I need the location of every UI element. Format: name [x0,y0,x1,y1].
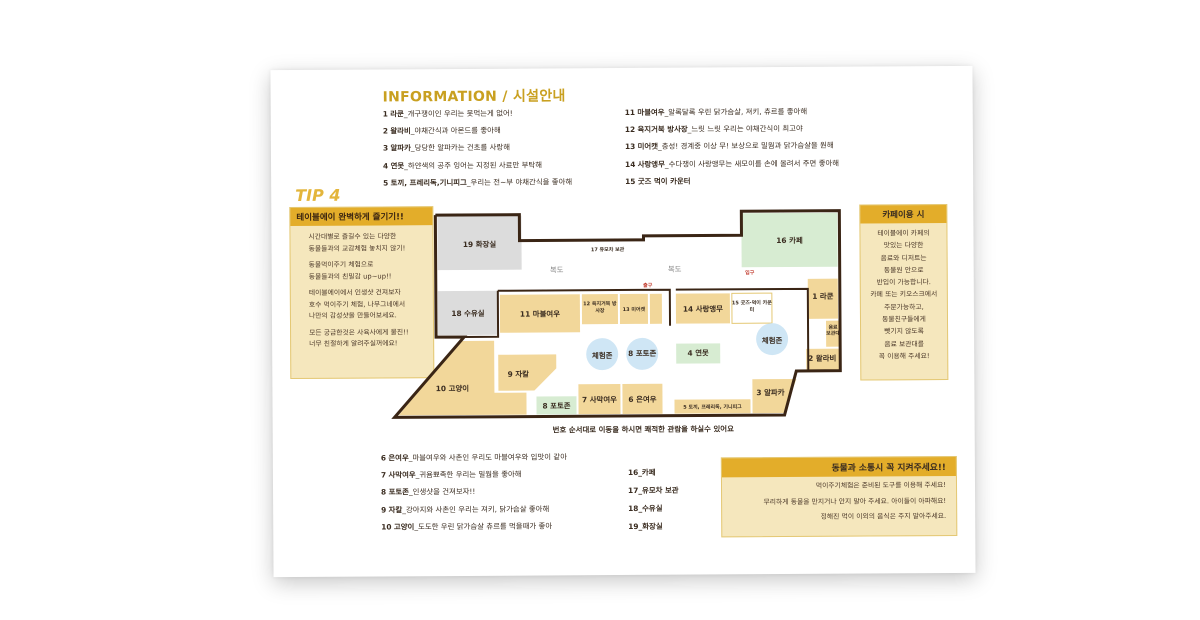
zone-15-counter [731,292,773,324]
zone-5-rabbit [674,399,751,414]
zone-2-wallaby [806,348,841,371]
label-exp1: 체험존 [591,351,613,361]
label-z8b: 8 포토존 [542,401,571,411]
zone-4-pond [676,343,721,364]
inner-wall-2 [497,288,672,326]
route-note: 번호 순서대로 이동을 하시면 쾌적한 관람을 하실수 있어요 [552,424,734,435]
label-storage: 음료 보관대 [826,324,841,337]
label-corridor-1: 복도 [549,265,564,275]
map-flyer: INFORMATION / 시설안내 1 라쿤_개구쟁이인 우리는 못먹는게 없… [270,65,976,578]
map-outline [391,209,842,419]
label-entrance: 입구 [745,270,755,277]
zone-16-cafe [741,212,838,268]
label-z19: 19 화장실 [462,239,497,249]
label-z13: 13 미어캣 [622,306,646,314]
zone-7-fennec [578,384,621,415]
label-exit: 출구 [643,282,653,289]
zone-6-silver-fox [622,383,663,415]
zone-exp-2 [756,323,789,356]
zone-13-meerkat [619,293,649,325]
label-z18: 18 수유실 [451,308,485,319]
zone-3-alpaca [752,378,797,414]
label-z12: 12 육지거북 방사장 [583,301,617,315]
inner-wall-3 [675,287,810,371]
label-z16: 16 카페 [776,235,803,246]
label-z10: 10 고양이 [435,383,470,394]
label-z7: 7 사막여우 [581,395,617,405]
label-z4: 4 연못 [687,348,709,358]
label-z8: 8 포토존 [628,348,657,358]
zone-exp-1 [586,338,619,371]
label-z14: 14 사랑앵무 [682,304,723,314]
label-exp2: 체험존 [761,336,783,346]
zone-pole [649,293,663,324]
label-z15: 15 굿즈·먹이 카운터 [731,300,772,314]
facility-map [391,209,842,419]
zone-8-photo [626,337,659,370]
zone-drink-storage [825,320,841,347]
zone-11-marble-fox [499,294,581,333]
zone-12-tortoise [581,294,619,325]
zone-10-cat [398,340,527,416]
zone-9-jackal [498,354,557,391]
label-z5: 5 토끼, 프레리독, 기니피그 [683,404,742,411]
label-z3: 3 알파카 [756,388,785,398]
label-z1: 1 라쿤 [812,291,834,301]
zone-14-parrot [675,293,731,324]
label-z2: 2 왈라비 [808,353,837,363]
label-z6: 6 은여우 [628,394,657,404]
label-corridor-2: 복도 [667,264,682,274]
zone-18-nursing [437,290,499,336]
inner-wall-1 [464,290,500,338]
zone-8-photo-b [536,396,577,415]
label-z11: 11 마블여우 [519,309,561,319]
zone-1-raccoon [807,278,838,319]
label-z9: 9 자칼 [507,369,530,379]
zone-19-restroom [437,215,522,271]
label-z17: 17 유모차 보관 [590,246,625,254]
